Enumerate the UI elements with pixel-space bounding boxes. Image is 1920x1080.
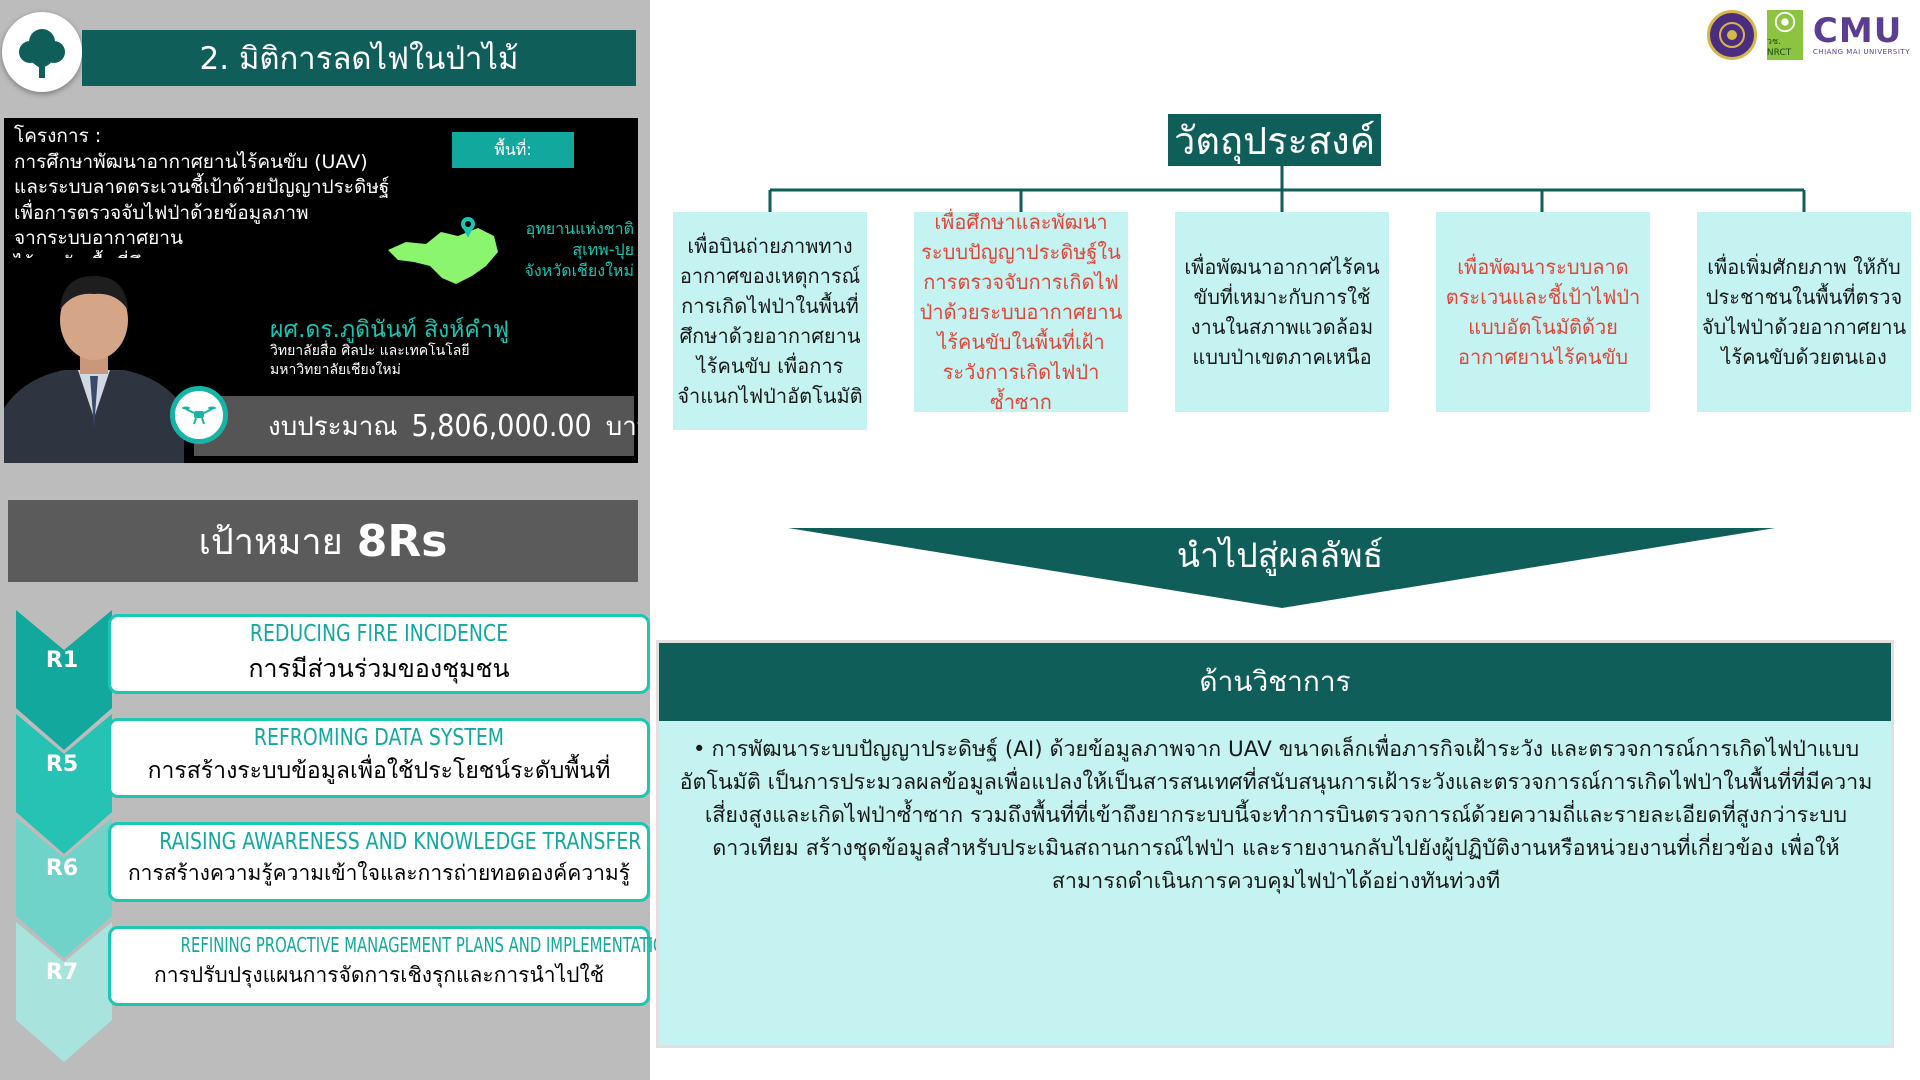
study-area-place: อุทยานแห่งชาติ สุเทพ-ปุย จังหวัดเชียงใหม… bbox=[494, 218, 634, 281]
r-english-title: REDUCING FIRE INCIDENCE bbox=[249, 621, 509, 647]
r-thai-title: การสร้างระบบข้อมูลเพื่อใช้ประโยชน์ระดับพ… bbox=[147, 758, 611, 784]
r-item-r1: R1 REDUCING FIRE INCIDENCE การมีส่วนร่วม… bbox=[16, 610, 650, 750]
nrct-text: วช. NRCT bbox=[1766, 37, 1792, 58]
r-code: R5 bbox=[45, 752, 79, 777]
objective-box-3: เพื่อพัฒนาอากาศไร้คนขับที่เหมาะกับการใช้… bbox=[1175, 212, 1389, 412]
r-english-title: REFROMING DATA SYSTEM bbox=[253, 725, 505, 751]
r-card: REFROMING DATA SYSTEM การสร้างระบบข้อมูล… bbox=[108, 718, 650, 798]
place-line: จังหวัดเชียงใหม่ bbox=[524, 261, 634, 280]
r-arrow-shape bbox=[16, 922, 112, 1062]
nrct-emblem-icon bbox=[1774, 11, 1796, 33]
project-line: การศึกษาพัฒนาอากาศยานไร้คนขับ (UAV) bbox=[14, 150, 368, 173]
section-title: 2. มิติการลดไฟในป่าไม้ bbox=[82, 30, 636, 86]
objective-box-1: เพื่อบินถ่ายภาพทางอากาศของเหตุการณ์การเก… bbox=[673, 212, 867, 430]
academic-text: การพัฒนาระบบปัญญาประดิษฐ์ (AI) ด้วยข้อมู… bbox=[679, 737, 1873, 894]
r-thai-title: การปรับปรุงแผนการจัดการเชิงรุกและการนำไป… bbox=[154, 963, 604, 987]
project-line: เพื่อการตรวจจับไฟป่าด้วยข้อมูลภาพ bbox=[14, 201, 309, 224]
place-line: สุเทพ-ปุย bbox=[572, 240, 634, 259]
result-arrow bbox=[788, 528, 1775, 608]
cmu-logo-subtext: CHIANG MAI UNIVERSITY bbox=[1812, 48, 1910, 56]
project-info-box: โครงการ : การศึกษาพัฒนาอากาศยานไร้คนขับ … bbox=[4, 118, 638, 463]
researcher-affiliation: วิทยาลัยสื่อ ศิลปะ และเทคโนโลยี มหาวิทยา… bbox=[270, 342, 470, 380]
objective-box-2: เพื่อศึกษาและพัฒนาระบบปัญญาประดิษฐ์ในการ… bbox=[914, 210, 1128, 414]
budget-unit: บาท bbox=[605, 411, 638, 442]
map-region-icon bbox=[388, 217, 498, 284]
affiliation-line: วิทยาลัยสื่อ ศิลปะ และเทคโนโลยี bbox=[270, 343, 470, 359]
r-item-r5: R5 REFROMING DATA SYSTEM การสร้างระบบข้อ… bbox=[16, 714, 650, 854]
drone-badge bbox=[170, 386, 228, 444]
place-line: อุทยานแห่งชาติ bbox=[525, 219, 634, 238]
project-line: โครงการ : bbox=[14, 125, 102, 147]
cmu-logo: CMU CHIANG MAI UNIVERSITY bbox=[1813, 14, 1910, 56]
r-card: RAISING AWARENESS AND KNOWLEDGE TRANSFER… bbox=[108, 822, 650, 902]
goal-label: เป้าหมาย bbox=[198, 521, 343, 563]
r-thai-title: การสร้างความรู้ความเข้าใจและการถ่ายทอดอง… bbox=[127, 861, 631, 885]
budget-amount: 5,806,000.00 bbox=[411, 408, 592, 444]
academic-title: ด้านวิชาการ bbox=[659, 643, 1891, 721]
r-code: R6 bbox=[45, 856, 79, 881]
partner-logos: วช. NRCT CMU CHIANG MAI UNIVERSITY bbox=[1706, 10, 1910, 60]
r-code: R1 bbox=[45, 648, 79, 673]
left-panel: 2. มิติการลดไฟในป่าไม้ โครงการ : การศึกษ… bbox=[0, 0, 676, 1080]
r-arrow-shape bbox=[16, 610, 112, 750]
r-arrow-shape bbox=[16, 818, 112, 958]
researcher-photo bbox=[4, 258, 184, 463]
affiliation-line: มหาวิทยาลัยเชียงใหม่ bbox=[270, 362, 401, 378]
area-label: พื้นที่: bbox=[452, 132, 574, 168]
ministry-seal-logo bbox=[1706, 10, 1757, 60]
seal-icon bbox=[1718, 22, 1745, 48]
r-code: R7 bbox=[45, 960, 79, 985]
tree-icon bbox=[19, 29, 65, 78]
project-line: และระบบลาดตระเวนชี้เป้าด้วยปัญญาประดิษฐ์ bbox=[14, 176, 390, 198]
budget-label: งบประมาณ bbox=[268, 411, 398, 442]
cmu-logo-text: CMU bbox=[1812, 11, 1903, 51]
r-card: REDUCING FIRE INCIDENCE การมีส่วนร่วมของ… bbox=[108, 614, 650, 694]
researcher-name: ผศ.ดร.ภูดินันท์ สิงห์คำฟู bbox=[270, 317, 510, 343]
objective-box-5: เพื่อเพิ่มศักยภาพ ให้กับประชาชนในพื้นที่… bbox=[1697, 212, 1911, 412]
drone-icon bbox=[182, 406, 216, 425]
r-item-r7: R7 REFINING PROACTIVE MANAGEMENT PLANS A… bbox=[16, 922, 676, 1062]
project-line: จากระบบอากาศยาน bbox=[14, 227, 183, 249]
bullet-icon: • bbox=[692, 737, 706, 762]
r-card: REFINING PROACTIVE MANAGEMENT PLANS AND … bbox=[108, 926, 676, 1006]
nrct-logo: วช. NRCT bbox=[1766, 10, 1803, 60]
r-english-title: RAISING AWARENESS AND KNOWLEDGE TRANSFER bbox=[159, 829, 642, 855]
r-arrow-shape bbox=[16, 714, 112, 854]
objective-box-4: เพื่อพัฒนาระบบลาดตระเวนและชี้เป้าไฟป่าแบ… bbox=[1436, 212, 1650, 412]
r-thai-title: การมีส่วนร่วมของชุมชน bbox=[248, 654, 510, 683]
objective-title: วัตถุประสงค์ bbox=[1168, 114, 1382, 166]
tree-badge bbox=[2, 12, 82, 92]
r-item-r6: R6 RAISING AWARENESS AND KNOWLEDGE TRANS… bbox=[16, 818, 650, 958]
goal-header: เป้าหมาย 8Rs bbox=[8, 500, 638, 582]
goal-code: 8Rs bbox=[356, 515, 448, 567]
result-title: นำไปสู่ผลลัพธ์ bbox=[1176, 536, 1384, 576]
academic-outcome-panel: ด้านวิชาการ •การพัฒนาระบบปัญญาประดิษฐ์ (… bbox=[656, 640, 1894, 1048]
budget-bar: งบประมาณ 5,806,000.00 บาท bbox=[194, 396, 638, 456]
academic-body: •การพัฒนาระบบปัญญาประดิษฐ์ (AI) ด้วยข้อม… bbox=[659, 721, 1891, 898]
